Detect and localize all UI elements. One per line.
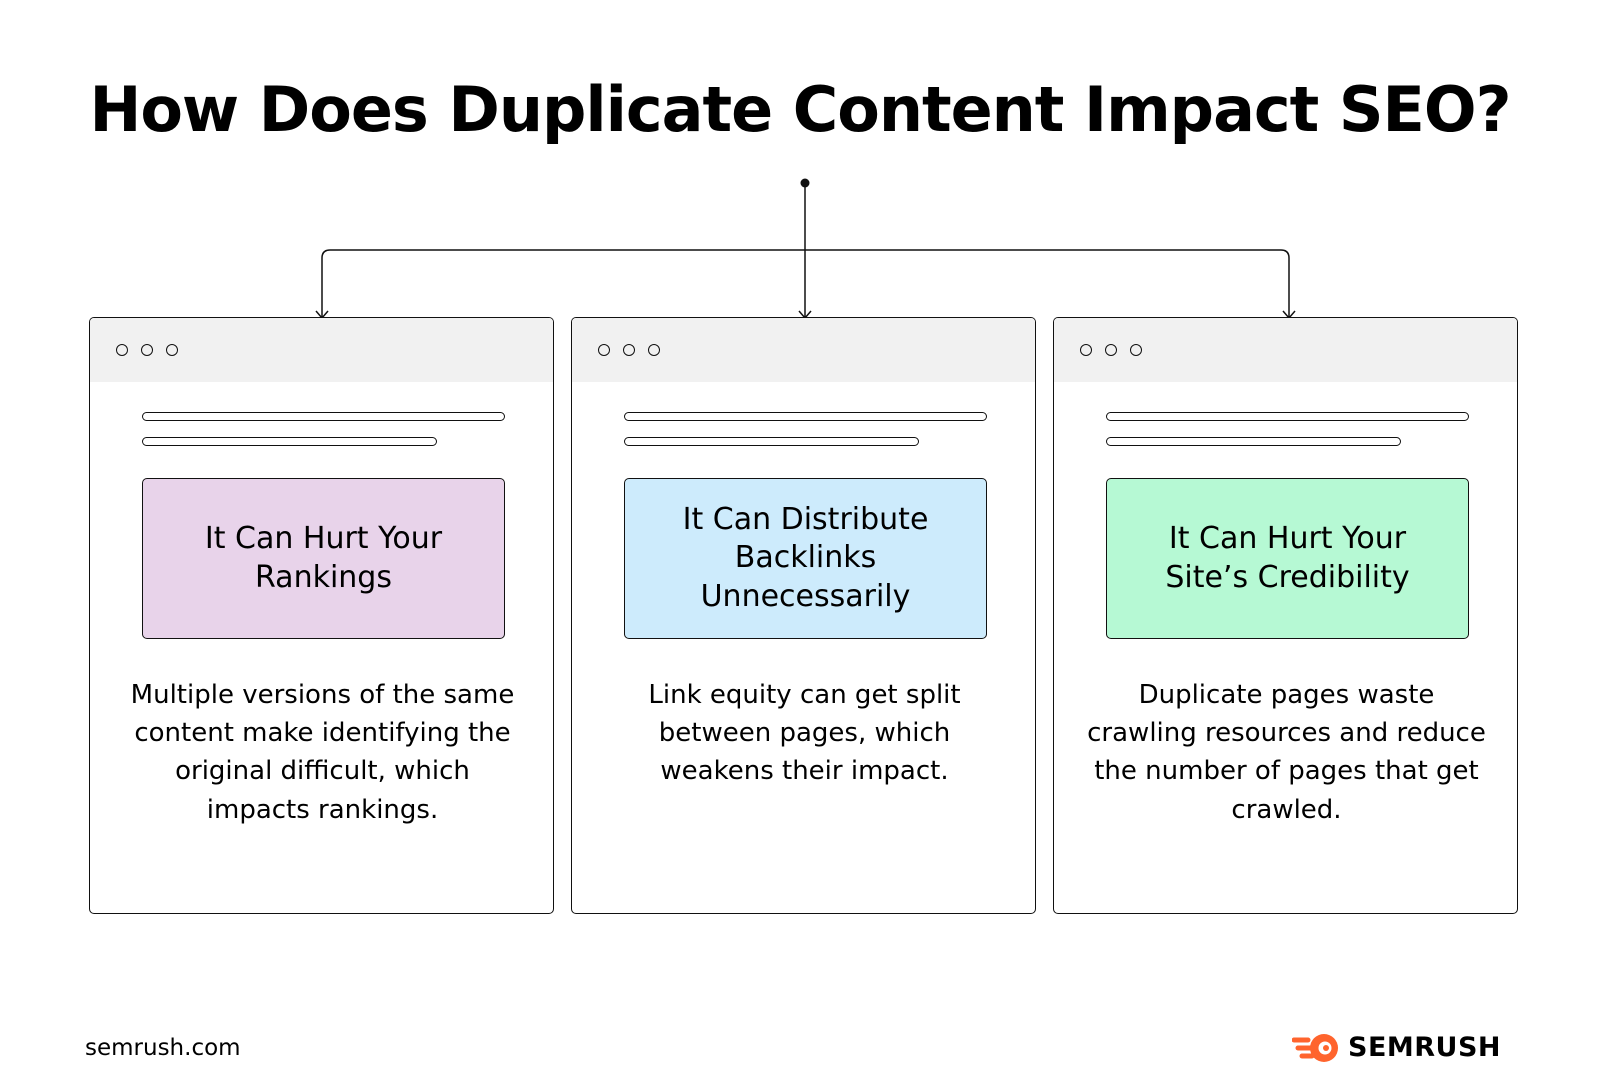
window-dot-icon — [1105, 344, 1117, 356]
label-box: It Can Hurt Your Rankings — [142, 478, 505, 639]
window-dot-icon — [1130, 344, 1142, 356]
brand-name: SEMRUSH — [1348, 1031, 1502, 1063]
label-box: It Can Hurt Your Site’s Credibility — [1106, 478, 1469, 639]
window-bar — [1054, 318, 1517, 382]
card-label: It Can Hurt Your Rankings — [204, 521, 443, 595]
placeholder-line — [142, 412, 505, 421]
card-label: It Can Distribute Backlinks Unnecessaril… — [682, 502, 929, 614]
card-description: Multiple versions of the same content ma… — [130, 680, 515, 825]
card-label: It Can Hurt Your Site’s Credibility — [1165, 521, 1410, 595]
window-dot-icon — [648, 344, 660, 356]
window-dot-icon — [598, 344, 610, 356]
placeholder-line — [624, 412, 987, 421]
card-credibility: It Can Hurt Your Site’s Credibility Dupl… — [1053, 317, 1518, 914]
window-dot-icon — [623, 344, 635, 356]
brand-logo: SEMRUSH — [1292, 1030, 1501, 1064]
card-backlinks: It Can Distribute Backlinks Unnecessaril… — [571, 317, 1036, 914]
window-dot-icon — [141, 344, 153, 356]
label-box: It Can Distribute Backlinks Unnecessaril… — [624, 478, 987, 639]
placeholder-line — [1106, 412, 1469, 421]
website-label: semrush.com — [85, 1035, 241, 1061]
card-rankings: It Can Hurt Your Rankings Multiple versi… — [89, 317, 554, 914]
card-description: Link equity can get split between pages,… — [648, 680, 961, 787]
window-bar — [90, 318, 553, 382]
card-description: Duplicate pages waste crawling resources… — [1087, 680, 1486, 825]
connector-diagram — [315, 178, 1296, 320]
placeholder-line — [1106, 437, 1401, 446]
connector-branch — [321, 249, 1290, 318]
page-title: How Does Duplicate Content Impact SEO? — [89, 73, 1511, 146]
placeholder-line — [624, 437, 919, 446]
window-bar — [572, 318, 1035, 382]
window-dot-icon — [116, 344, 128, 356]
window-dot-icon — [1080, 344, 1092, 356]
semrush-flame-icon — [1292, 1034, 1338, 1062]
placeholder-line — [142, 437, 437, 446]
window-dot-icon — [166, 344, 178, 356]
